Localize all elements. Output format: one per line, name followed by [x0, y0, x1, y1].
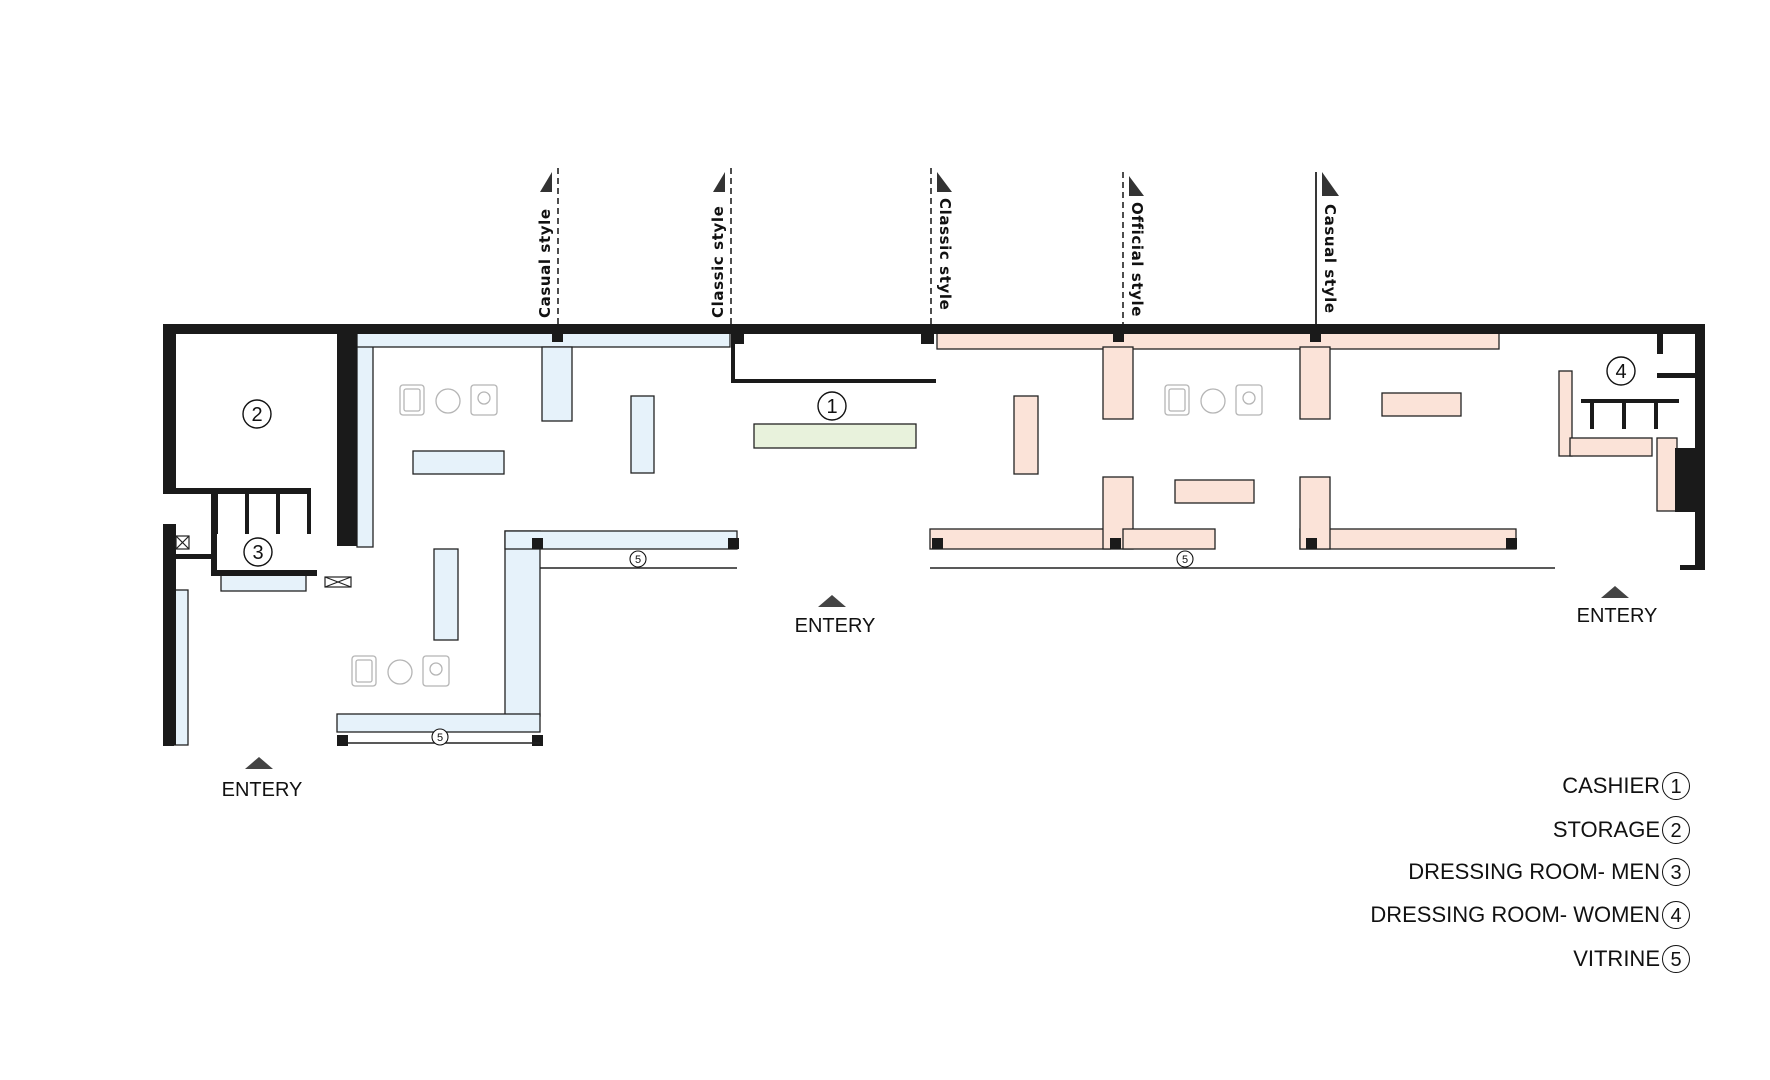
style-label-official: Official style [1128, 202, 1146, 317]
left-wall-lower [163, 524, 176, 745]
right-wall-stub [1675, 448, 1705, 512]
seating-set-3 [351, 655, 450, 687]
svg-text:2: 2 [251, 404, 262, 426]
style-label-casual-1: Casual style [536, 208, 554, 318]
wall-display-left [356, 330, 374, 548]
legend-item-cashier: CASHIER 1 [1562, 772, 1690, 800]
svg-text:3: 3 [252, 542, 263, 564]
legend-number-badge: 2 [1662, 816, 1690, 844]
entrance-label-left: ENTERY [222, 779, 303, 801]
vitrine-l-vertical [504, 530, 541, 717]
right-wall-display [1656, 437, 1678, 512]
cashier-counter [753, 423, 917, 449]
t-display-2 [1299, 346, 1331, 420]
style-marker-3: Classic style [930, 168, 954, 324]
island-display-vertical [630, 395, 655, 474]
seating-set-2 [1164, 384, 1263, 416]
dressing-men-left [211, 494, 217, 576]
island-display-top-right [1381, 392, 1462, 417]
style-label-classic-1: Classic style [709, 206, 727, 318]
legend-item-storage: STORAGE 2 [1553, 816, 1690, 844]
storage-wall-bottom [176, 488, 311, 494]
dressing-men-partitions [214, 494, 311, 534]
utility-boxes [175, 535, 352, 588]
svg-text:5: 5 [437, 732, 443, 744]
dressing-women-corner [1657, 324, 1663, 354]
legend-item-dressing-men: DRESSING ROOM- MEN 3 [1408, 858, 1690, 886]
storage-right-wall [337, 324, 357, 546]
dressing-bench-women-v [1558, 370, 1573, 457]
right-end-wall [1680, 565, 1705, 570]
entrance-left: ENTERY [222, 757, 303, 801]
island-display-horizontal [412, 450, 505, 475]
dressing-women-partitions [1590, 399, 1676, 429]
dressing-men-bottom [217, 570, 317, 576]
bottom-display-2 [1122, 528, 1216, 550]
entrance-label-center: ENTERY [795, 615, 876, 637]
t-display-stem [541, 346, 573, 422]
bottom-display-3 [1299, 528, 1517, 550]
style-label-casual-2: Casual style [1321, 204, 1339, 314]
cashier-wall-v [731, 334, 735, 383]
left-wall [163, 324, 176, 494]
bottom-display-3-stem [1299, 476, 1331, 550]
style-marker-4: Official style [1122, 172, 1146, 324]
room-marker-dressing-men: 3 [243, 537, 273, 567]
columns [163, 331, 1517, 746]
room-marker-dressing-women: 4 [1606, 356, 1636, 386]
bottom-display-1 [929, 528, 1111, 550]
vitrine-marker-3: 5 [431, 728, 449, 746]
vitrine-marker-1: 5 [629, 550, 647, 568]
room-marker-cashier: 1 [817, 391, 847, 421]
right-wall [1695, 324, 1705, 570]
legend-item-vitrine: VITRINE 5 [1573, 945, 1690, 973]
vitrine-marker-2: 5 [1176, 550, 1194, 568]
legend-number-badge: 3 [1662, 858, 1690, 886]
seating-set-1 [399, 384, 498, 416]
style-marker-2: Classic style [709, 168, 732, 324]
entrance-label-right: ENTERY [1577, 605, 1658, 627]
svg-text:1: 1 [826, 396, 837, 418]
cashier-wall-h [731, 379, 936, 383]
style-marker-5: Casual style [1315, 172, 1339, 324]
entrance-center: ENTERY [795, 595, 876, 637]
style-marker-1: Casual style [536, 168, 559, 324]
dressing-women-corner-h [1657, 373, 1695, 378]
walls [163, 324, 1705, 745]
men-display-fixtures [170, 330, 738, 746]
legend-number-badge: 4 [1662, 901, 1690, 929]
top-wall [163, 324, 1705, 334]
t-display-1 [1102, 346, 1134, 420]
room-marker-storage: 2 [242, 399, 272, 429]
legend-number-badge: 5 [1662, 945, 1690, 973]
island-display-center [1174, 479, 1255, 504]
women-display-fixtures [929, 330, 1678, 550]
island-display-vertical-w [1013, 395, 1039, 475]
dressing-bench-men [220, 573, 307, 592]
legend-number-badge: 1 [1662, 772, 1690, 800]
svg-text:4: 4 [1615, 361, 1626, 383]
style-label-classic-2: Classic style [936, 198, 954, 310]
svg-text:5: 5 [635, 554, 641, 566]
entrance-right: ENTERY [1577, 586, 1658, 627]
dressing-bench-women-h [1569, 437, 1653, 457]
island-display-lower [433, 548, 459, 641]
legend-item-dressing-women: DRESSING ROOM- WOMEN 4 [1370, 901, 1690, 929]
svg-text:5: 5 [1182, 554, 1188, 566]
dressing-men-outer [169, 554, 217, 559]
